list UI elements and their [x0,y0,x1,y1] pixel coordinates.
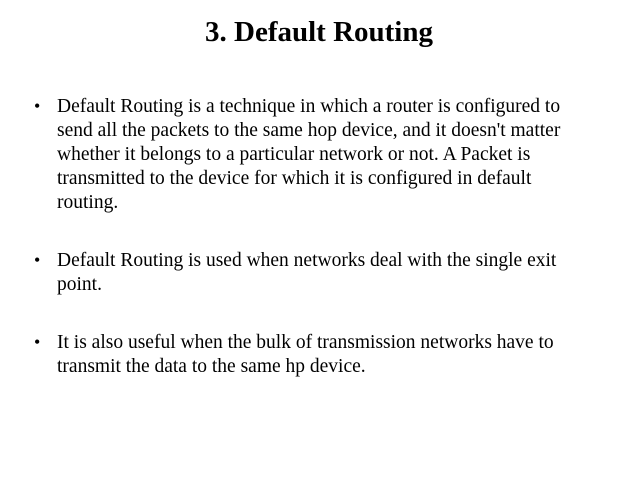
bullet-item: • Default Routing is a technique in whic… [34,95,584,215]
bullet-icon: • [34,331,41,352]
bullet-text: Default Routing is used when networks de… [57,249,557,295]
bullet-item: • It is also useful when the bulk of tra… [34,331,584,379]
bullet-item: • Default Routing is used when networks … [34,249,584,297]
bullet-list: • Default Routing is a technique in whic… [0,95,638,379]
bullet-text: It is also useful when the bulk of trans… [57,331,554,377]
bullet-text: Default Routing is a technique in which … [57,95,561,213]
slide-title: 3. Default Routing [205,16,433,48]
bullet-icon: • [34,95,41,116]
bullet-icon: • [34,249,41,270]
